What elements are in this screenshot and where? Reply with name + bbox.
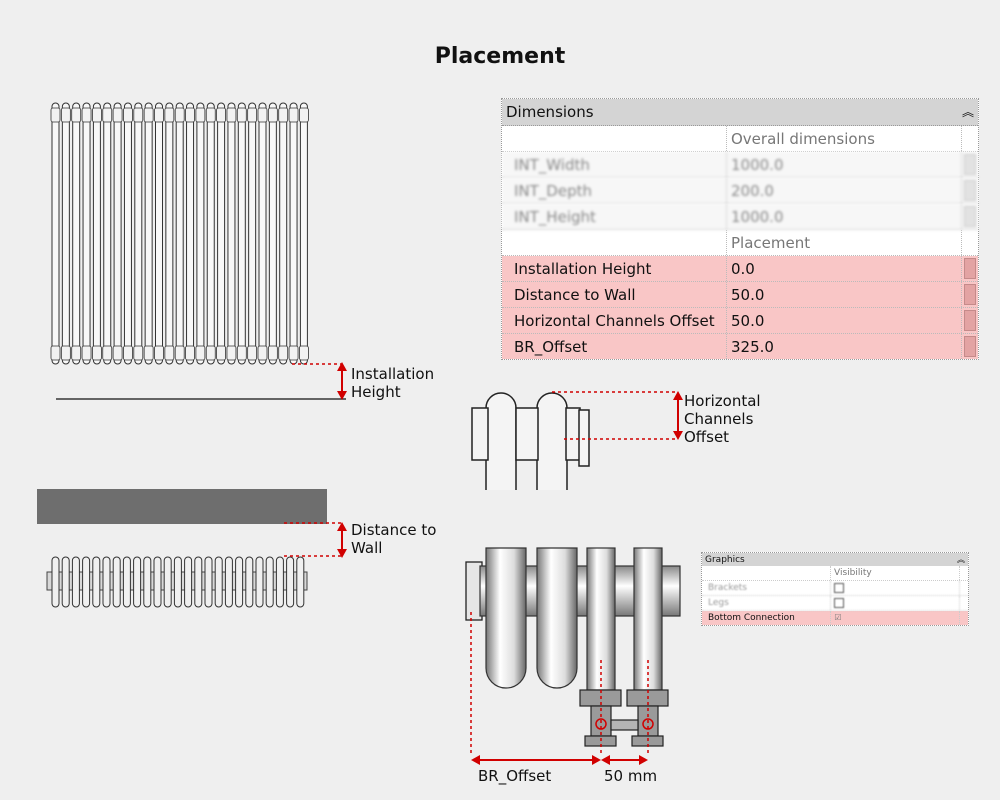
dimensions-panel: Dimensions ︽ Overall dimensions INT_Widt… [501, 98, 979, 360]
radiator-loop [133, 556, 142, 608]
horizontal-channels-offset-value[interactable]: 50.0 [726, 308, 961, 333]
radiator-loop [82, 556, 91, 608]
radiator-loop [214, 556, 223, 608]
radiator-loop [286, 556, 295, 608]
group-placement: Placement [502, 230, 978, 256]
radiator-column [185, 102, 195, 365]
radiator-column [195, 102, 206, 365]
radiator-loop [224, 556, 233, 608]
distance-to-wall-value[interactable]: 50.0 [726, 282, 961, 307]
radiator-loop [194, 556, 203, 608]
radiator-loop [51, 556, 60, 608]
radiator-column [288, 102, 299, 365]
radiator-loop [71, 556, 80, 608]
radiator-column [174, 102, 185, 365]
param-row: Legs [702, 596, 968, 611]
radiator-loop [143, 556, 152, 608]
radiator-column [71, 102, 82, 365]
radiator-loop [245, 556, 254, 608]
radiator-loop [275, 556, 284, 608]
parameter-link-button[interactable] [964, 258, 976, 279]
graphics-panel: Graphics ︽ Visibility Brackets Legs Bott… [701, 552, 969, 626]
parameter-link-button[interactable] [964, 336, 976, 357]
radiator-loop [173, 556, 182, 608]
radiator-column [298, 102, 309, 365]
radiator-loop [296, 556, 305, 608]
radiator-loop [184, 556, 193, 608]
br-offset-value[interactable]: 325.0 [726, 334, 961, 359]
param-row: INT_Depth 200.0 [502, 178, 978, 204]
double-chevron-up-icon[interactable]: ︽ [961, 105, 974, 119]
radiator-loop [163, 556, 172, 608]
double-chevron-up-icon[interactable]: ︽ [957, 555, 965, 564]
fifty-mm-label: 50 mm [604, 767, 658, 785]
radiator-loop [92, 556, 101, 608]
installation-height-label: Installation Height [351, 365, 435, 401]
bottom-connection-checkbox[interactable]: ☑ [834, 613, 842, 622]
parameter-link-button[interactable] [964, 284, 976, 305]
param-row-distance-to-wall[interactable]: Distance to Wall 50.0 [502, 282, 978, 308]
radiator-column [205, 102, 216, 365]
radiator-column [226, 102, 237, 365]
radiator-column [257, 102, 268, 365]
radiator-loop [235, 556, 244, 608]
radiator-column [267, 102, 278, 365]
parameter-link-button[interactable] [964, 310, 976, 331]
radiator-column [216, 102, 227, 365]
radiator-loop [102, 556, 111, 608]
wall [37, 489, 327, 524]
radiator-loop [61, 556, 70, 608]
horizontal-channels-offset-label: Horizontal Channels Offset [684, 392, 761, 446]
radiator-column [92, 102, 102, 365]
group-overall-dimensions: Overall dimensions [502, 126, 978, 152]
param-row-installation-height[interactable]: Installation Height 0.0 [502, 256, 978, 282]
radiator-column [60, 102, 71, 365]
radiator-column [154, 102, 164, 365]
radiator-column [278, 102, 289, 365]
page-title: Placement [434, 44, 566, 69]
dimensions-panel-header[interactable]: Dimensions ︽ [502, 99, 978, 126]
radiator-column [102, 102, 113, 365]
radiator-loop [204, 556, 213, 608]
radiator-column [247, 102, 258, 365]
radiator-loop [265, 556, 274, 608]
radiator-column [112, 102, 123, 365]
radiator-column [164, 102, 175, 365]
param-row: INT_Width 1000.0 [502, 152, 978, 178]
distance-to-wall-label: Distance to Wall [351, 521, 437, 557]
installation-height-value[interactable]: 0.0 [726, 256, 961, 281]
radiator-column [143, 102, 154, 365]
br-offset-label: BR_Offset [478, 767, 552, 785]
radiator-column [236, 102, 247, 365]
graphics-panel-header[interactable]: Graphics ︽ [702, 553, 968, 566]
param-row-bottom-connection[interactable]: Bottom Connection ☑ [702, 611, 968, 625]
radiator-column [50, 102, 61, 365]
radiator-loop [255, 556, 264, 608]
param-row: INT_Height 1000.0 [502, 204, 978, 230]
radiator-column [81, 102, 92, 365]
param-row: Brackets [702, 581, 968, 596]
graphics-column-header: Visibility [702, 566, 968, 581]
param-row-horizontal-channels-offset[interactable]: Horizontal Channels Offset 50.0 [502, 308, 978, 334]
radiator-column [133, 102, 144, 365]
param-row-br-offset[interactable]: BR_Offset 325.0 [502, 334, 978, 359]
radiator-loop [122, 556, 131, 608]
radiator-column [123, 102, 133, 365]
radiator-loop [112, 556, 121, 608]
radiator-loop [153, 556, 162, 608]
